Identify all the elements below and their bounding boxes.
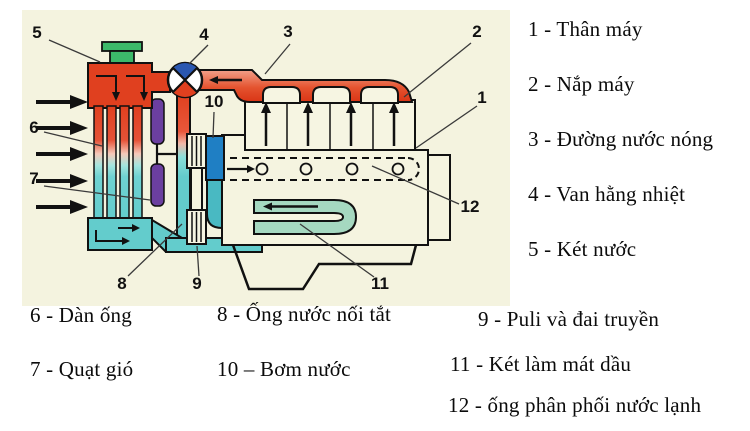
- legend-item-12: 12 - ống phân phối nước lạnh: [448, 393, 702, 417]
- legend-item-9: 9 - Puli và đai truyền: [478, 307, 660, 331]
- callout-7: 7: [29, 169, 38, 188]
- callout-2: 2: [472, 22, 481, 41]
- legend-item-10: 10 – Bơm nước: [217, 357, 351, 381]
- fan-icon: [150, 98, 165, 207]
- legend-item-7: 7 - Quạt gió: [30, 357, 134, 381]
- callout-1: 1: [477, 88, 486, 107]
- oil-cooler-icon: [253, 199, 358, 235]
- legend-item-4: 4 - Van hằng nhiệt: [528, 182, 686, 206]
- flywheel-housing: [427, 154, 451, 241]
- callout-11: 11: [371, 274, 389, 293]
- callout-12: 12: [461, 197, 480, 216]
- cold-water-channel: [227, 157, 420, 181]
- hot-water-pipe: [199, 69, 414, 104]
- callout-10: 10: [205, 92, 224, 111]
- cylinder-head: [244, 99, 416, 151]
- thermostat-valve-icon: [166, 61, 204, 99]
- water-pump-icon: [205, 135, 225, 181]
- radiator: [87, 41, 171, 251]
- radiator-bottom-tank: [87, 217, 153, 251]
- legend-item-11: 11 - Két làm mát dầu: [450, 352, 632, 376]
- legend-item-2: 2 - Nắp máy: [528, 72, 635, 96]
- radiator-cap-icon: [101, 41, 143, 52]
- legend-item-3: 3 - Đường nước nóng: [528, 127, 714, 151]
- callout-5: 5: [32, 23, 41, 42]
- callout-6: 6: [29, 118, 38, 137]
- airflow-arrows-icon: [36, 95, 88, 214]
- pulley-belt-icon: [186, 133, 207, 245]
- callout-3: 3: [283, 22, 292, 41]
- callout-4: 4: [199, 25, 209, 44]
- fan-shaft: [155, 144, 177, 164]
- legend-item-1: 1 - Thân máy: [528, 17, 643, 41]
- callout-lines: [43, 39, 478, 278]
- callout-8: 8: [117, 274, 126, 293]
- legend-item-8: 8 - Ống nước nối tắt: [217, 302, 392, 326]
- callout-9: 9: [192, 274, 201, 293]
- legend-item-5: 5 - Két nước: [528, 237, 637, 261]
- oil-pan: [231, 244, 418, 291]
- legend-item-6: 6 - Dàn ống: [30, 303, 132, 327]
